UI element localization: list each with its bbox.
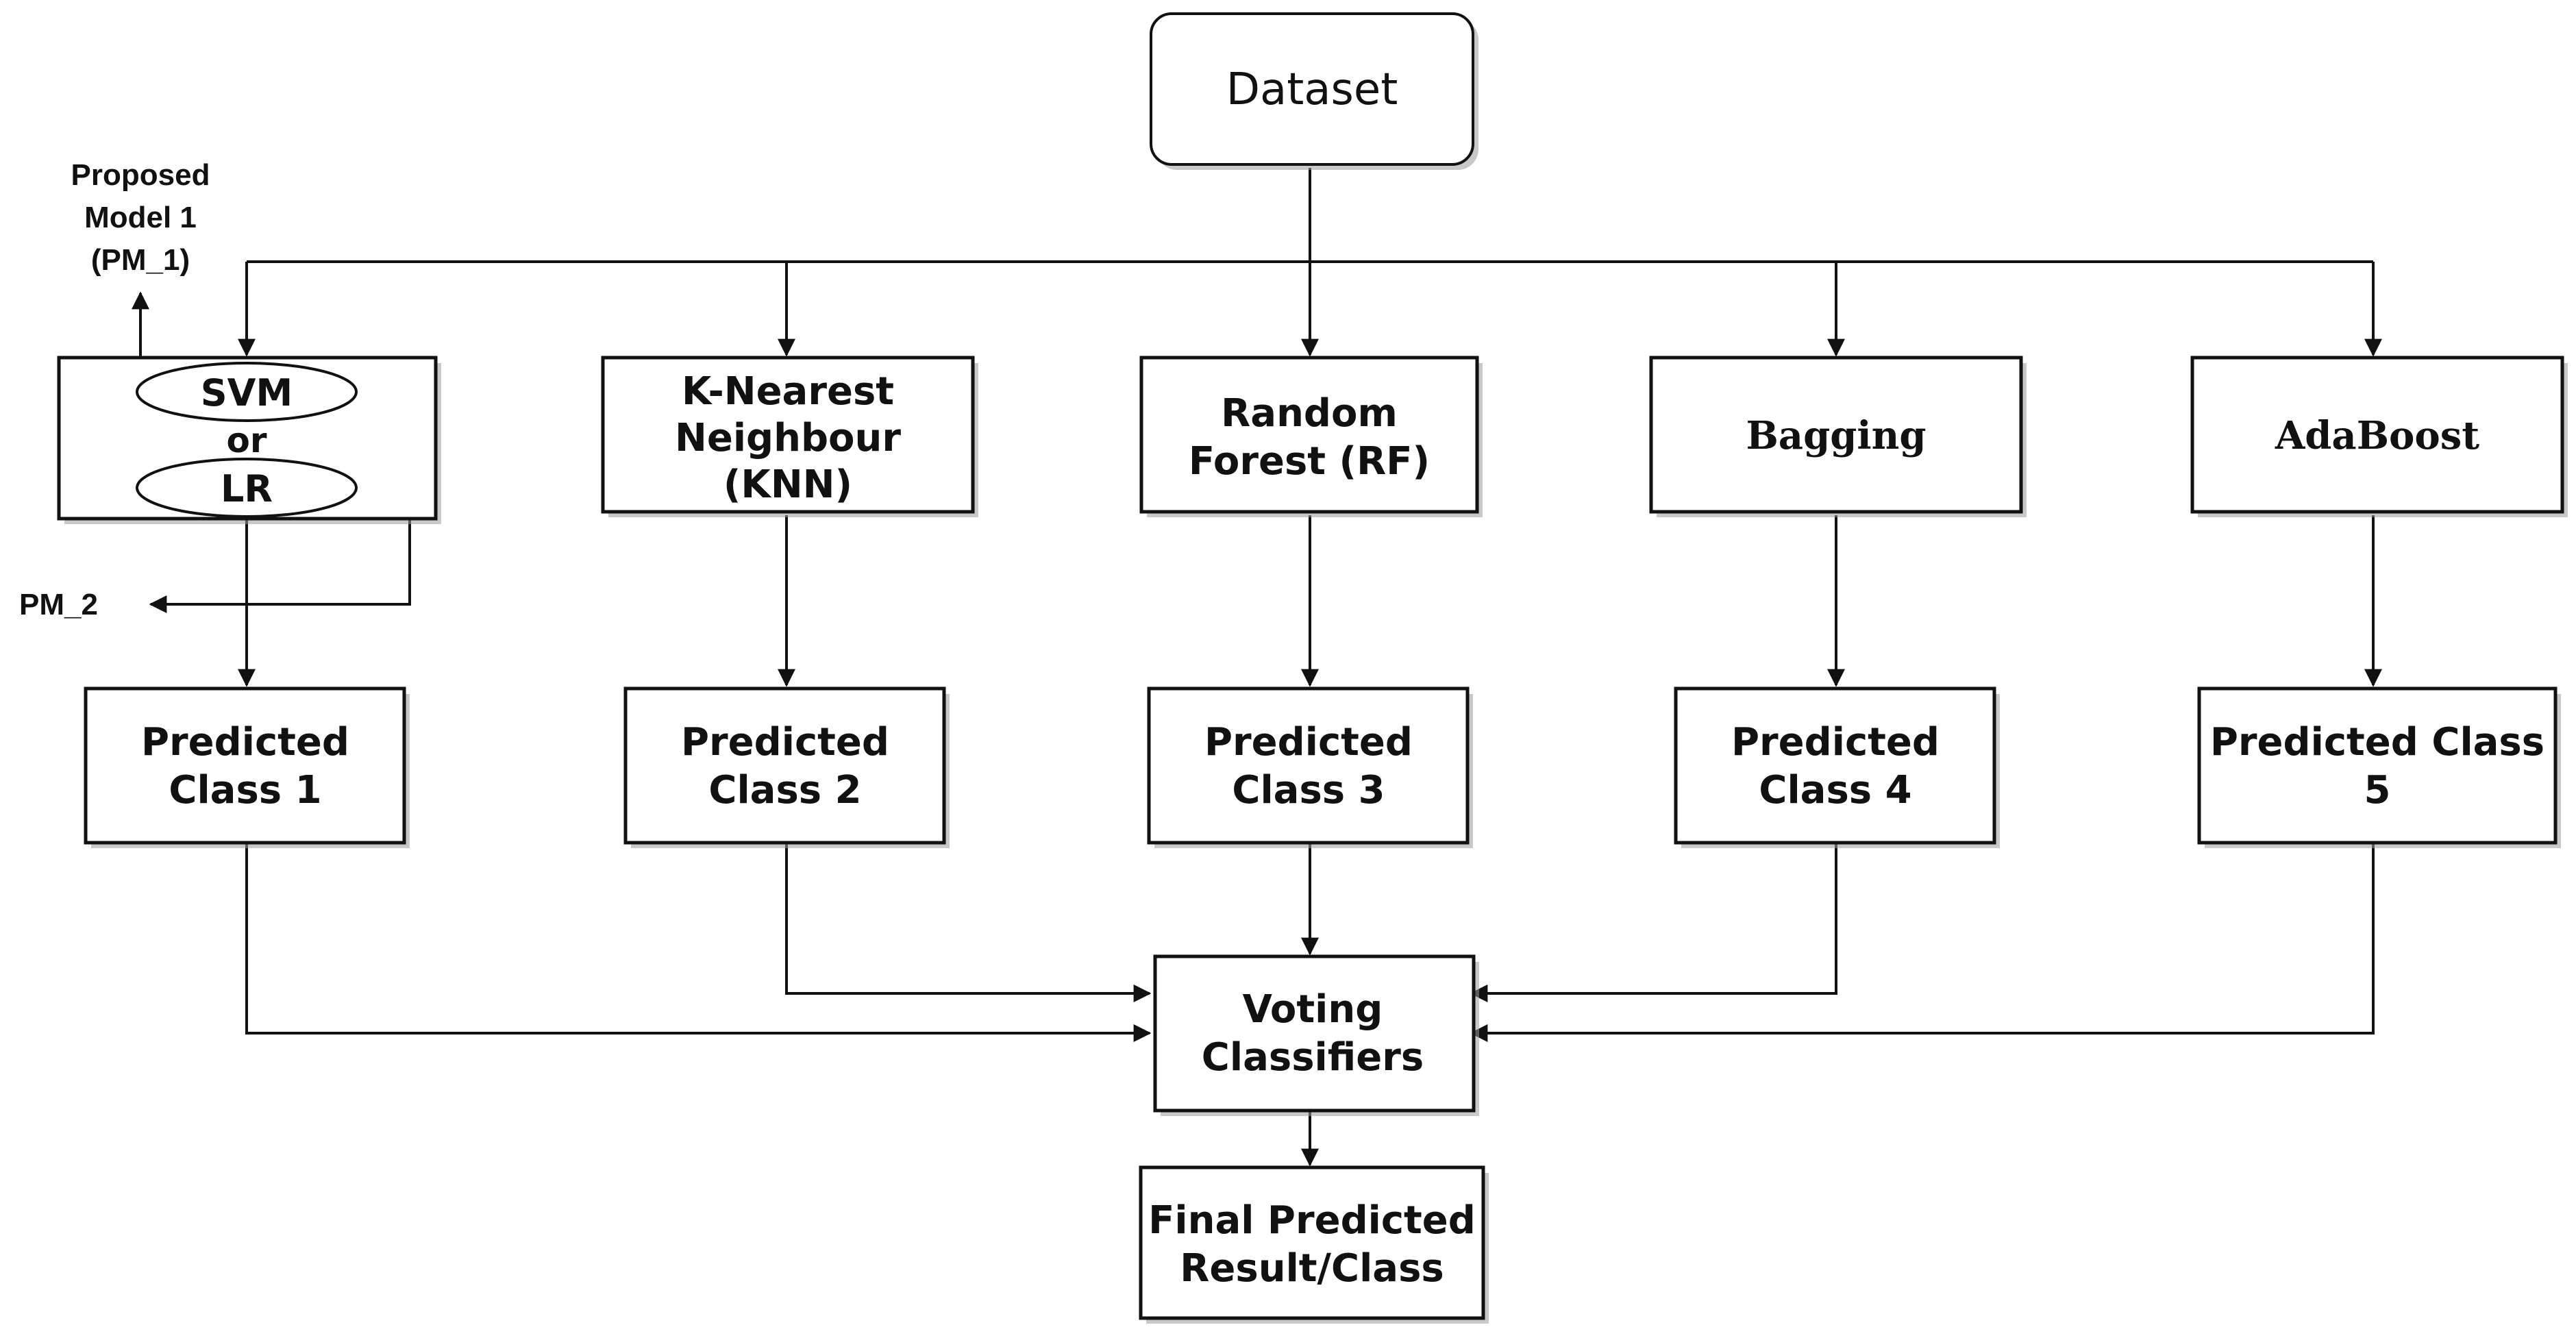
dataset-label: Dataset [1226, 64, 1398, 115]
svm-ellipse [136, 362, 358, 422]
predicted-class-5-node: Predicted Class 5 [2197, 686, 2561, 848]
p5-line-2: 5 [2364, 768, 2391, 813]
p1-line-1: Predicted [141, 720, 349, 765]
rf-node: Random Forest (RF) [1139, 356, 1483, 517]
p3-line-2: Class 3 [1232, 768, 1385, 813]
voting-line-2: Classifiers [1202, 1035, 1424, 1080]
svm-lr-node: SVM or LR [57, 356, 441, 524]
or-label: or [226, 421, 267, 460]
pm1-line-3: (PM_1) [91, 243, 190, 277]
voting-line-1: Voting [1243, 987, 1383, 1032]
dataset-node: Dataset [1150, 12, 1478, 170]
predicted-class-3-node: Predicted Class 3 [1147, 686, 1473, 848]
p4-line-2: Class 4 [1759, 768, 1911, 813]
adaboost-label: AdaBoost [2275, 413, 2479, 458]
knn-line-1: K-Nearest [682, 369, 894, 414]
lr-ellipse [136, 458, 358, 518]
pm2-label: PM_2 [19, 588, 98, 621]
pm1-annotation: Proposed Model 1 (PM_1) [71, 158, 210, 277]
knn-node: K-Nearest Neighbour (KNN) [601, 356, 978, 517]
predicted-class-4-node: Predicted Class 4 [1674, 686, 2000, 848]
lr-label: LR [221, 467, 273, 510]
rf-line-2: Forest (RF) [1189, 439, 1430, 484]
bagging-label: Bagging [1746, 413, 1926, 458]
edge-p5-to-voting [1470, 844, 2375, 1042]
p4-line-1: Predicted [1731, 720, 1940, 765]
voting-classifiers-node: Voting Classifiers [1153, 954, 1479, 1116]
pm1-line-2: Model 1 [84, 201, 197, 234]
final-line-2: Result/Class [1180, 1246, 1444, 1291]
p5-line-1: Predicted Class [2210, 720, 2544, 765]
predicted-class-2-node: Predicted Class 2 [623, 686, 950, 848]
adaboost-node: AdaBoost [2190, 356, 2568, 517]
knn-line-2: Neighbour [675, 416, 901, 460]
svm-label: SVM [201, 371, 293, 414]
predicted-class-1-node: Predicted Class 1 [84, 686, 410, 848]
final-line-1: Final Predicted [1148, 1198, 1476, 1243]
p3-line-1: Predicted [1204, 720, 1413, 765]
rf-line-1: Random [1221, 391, 1398, 436]
connectors [132, 168, 2382, 1167]
p2-line-2: Class 2 [708, 768, 861, 813]
knn-line-3: (KNN) [723, 462, 852, 507]
p1-line-2: Class 1 [169, 768, 321, 813]
edge-p2-to-voting [785, 844, 1152, 1002]
p2-line-1: Predicted [681, 720, 889, 765]
final-result-node: Final Predicted Result/Class [1139, 1165, 1489, 1324]
edge-p4-to-voting [1470, 844, 1837, 1002]
bagging-node: Bagging [1649, 356, 2027, 517]
edge-p1-to-voting [245, 844, 1152, 1042]
pm1-line-1: Proposed [71, 158, 210, 192]
